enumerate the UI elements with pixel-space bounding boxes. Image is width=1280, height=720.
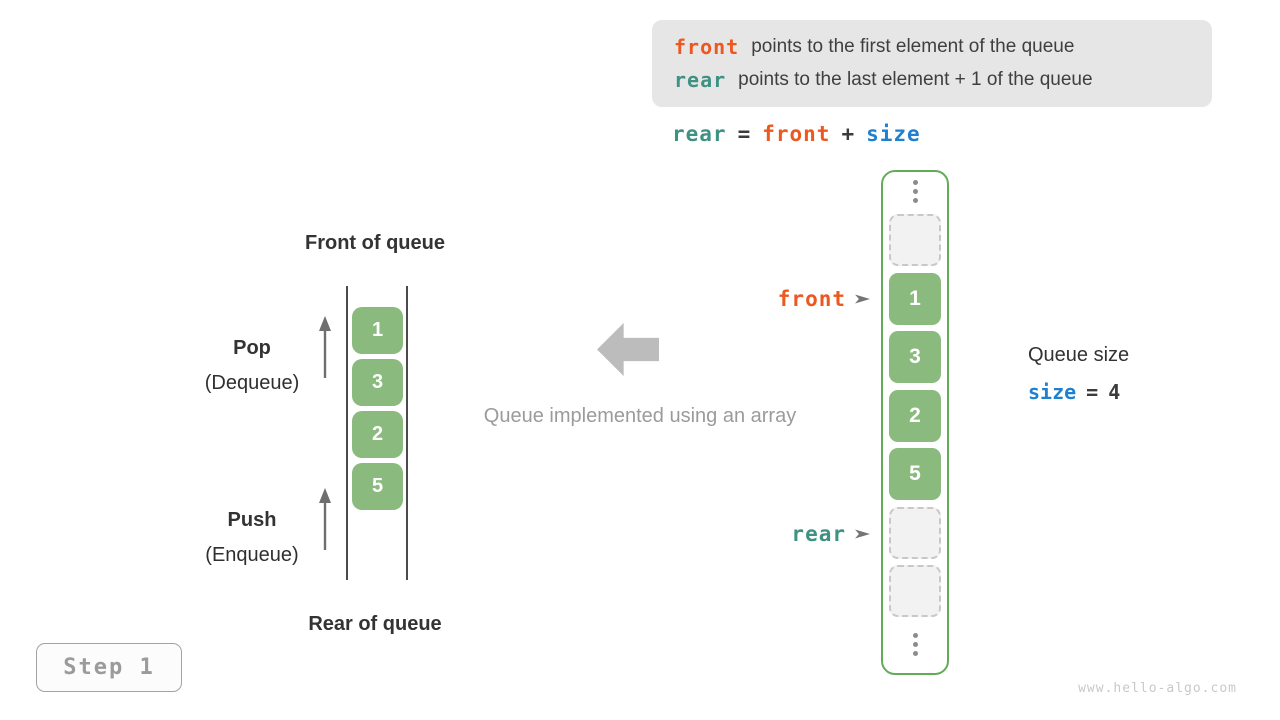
dequeue-label: (Dequeue) xyxy=(204,372,300,394)
rear-pointer-arrow-icon xyxy=(855,529,870,539)
ellipsis-top-icon xyxy=(883,180,947,203)
rear-keyword: rear xyxy=(674,68,727,92)
left-block-arrow-icon xyxy=(597,323,659,376)
queue-item: 2 xyxy=(352,411,403,458)
array-cell-empty xyxy=(889,506,941,559)
queue-size-title: Queue size xyxy=(1028,344,1130,366)
legend-box: front points to the first element of the… xyxy=(652,20,1212,107)
legend-front-text: points to the first element of the queue xyxy=(751,36,1075,57)
formula-plus: + xyxy=(841,122,856,146)
pop-label: Pop xyxy=(233,337,271,359)
legend-line-front: front points to the first element of the… xyxy=(674,35,1212,59)
array-container: 1 3 2 5 xyxy=(881,170,949,675)
front-keyword: front xyxy=(674,35,740,59)
formula-rear: rear xyxy=(672,122,727,146)
push-label: Push xyxy=(227,509,277,531)
front-pointer-label: front xyxy=(777,287,846,311)
array-cell-1: 1 xyxy=(889,272,941,325)
queue-item: 1 xyxy=(352,307,403,354)
rear-pointer: rear xyxy=(791,519,870,549)
enqueue-label: (Enqueue) xyxy=(205,544,299,566)
formula-size: size xyxy=(866,122,921,146)
front-pointer-arrow-icon xyxy=(855,294,870,304)
size-keyword: size xyxy=(1028,380,1077,404)
watermark: www.hello-algo.com xyxy=(1078,681,1237,696)
formula: rear = front + size xyxy=(672,122,921,146)
stack-items: 1 3 2 5 xyxy=(352,307,403,510)
legend-line-rear: rear points to the last element + 1 of t… xyxy=(674,68,1212,92)
pop-up-arrow-icon xyxy=(319,316,331,378)
array-cell-2: 2 xyxy=(889,389,941,442)
array-cell-3: 3 xyxy=(889,331,941,383)
queue-wall-right xyxy=(406,286,408,580)
array-cell-empty xyxy=(889,214,941,266)
ellipsis-bottom-icon xyxy=(883,633,947,656)
front-pointer: front xyxy=(778,284,870,314)
queue-wall-left xyxy=(346,286,348,580)
queue-item: 5 xyxy=(352,463,403,510)
push-up-arrow-icon xyxy=(319,488,331,550)
formula-front: front xyxy=(762,122,831,146)
legend-rear-text: points to the last element + 1 of the qu… xyxy=(738,69,1093,90)
front-of-queue-label: Front of queue xyxy=(305,232,445,254)
size-equals: = xyxy=(1086,380,1099,404)
array-cell-empty xyxy=(889,565,941,617)
size-value: 4 xyxy=(1108,380,1121,404)
step-badge: Step 1 xyxy=(36,643,182,692)
rear-pointer-label: rear xyxy=(791,522,846,546)
size-equation: size = 4 xyxy=(1028,380,1129,404)
queue-item: 3 xyxy=(352,359,403,406)
array-cell-5: 5 xyxy=(889,448,941,500)
caption: Queue implemented using an array xyxy=(483,405,797,427)
rear-of-queue-label: Rear of queue xyxy=(308,613,442,635)
queue-size-block: Queue size size = 4 xyxy=(1028,344,1129,404)
formula-equals: = xyxy=(737,122,752,146)
